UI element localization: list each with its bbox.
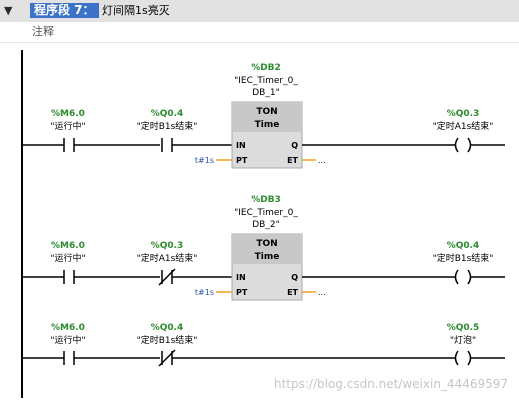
rung1-timer-db-name-1: "IEC_Timer_0_ [234,76,298,86]
rung2-et-value[interactable]: ... [318,288,326,297]
rung-2: %M6.0 "运行中" %Q0.3 "定时A1s结束" %DB3 "IEC_Ti… [22,195,505,301]
rung2-coil-name: "定时B1s结束" [433,252,494,264]
rung1-timer-base: Time [255,120,280,130]
rung-1: %M6.0 "运行中" %Q0.4 "定时B1s结束" %DB2 "IEC_Ti… [22,63,505,169]
watermark: https://blog.csdn.net/weixin_44469597 [274,377,508,391]
rung3-contact1-name: "运行中" [50,334,85,346]
rung1-coil-name: "定时A1s结束" [433,120,494,132]
rung2-contact2-name: "定时A1s结束" [137,252,198,264]
rung2-timer-pin-q: Q [291,273,298,282]
rung2-timer-type: TON [256,239,277,249]
network-label: 程序段 7： [30,3,99,18]
rung1-timer-pin-pt: PT [236,156,248,165]
rung1-contact1-address: %M6.0 [51,109,85,119]
rung2-coil-address: %Q0.4 [447,241,480,251]
rung2-contact1-address: %M6.0 [51,241,85,251]
rung1-ton-timer[interactable]: %DB2 "IEC_Timer_0_ DB_1" TON Time IN Q P… [231,63,303,169]
rung1-pt-value[interactable]: t#1s [195,156,214,165]
rung2-pt-value[interactable]: t#1s [195,288,214,297]
rung1-contact1-name: "运行中" [50,120,85,132]
rung3-coil[interactable]: %Q0.5 "灯泡" [447,323,480,366]
rung1-coil[interactable]: %Q0.3 "定时A1s结束" [433,109,494,153]
rung2-timer-pin-et: ET [287,288,298,297]
rung-3: %M6.0 "运行中" %Q0.4 "定时B1s结束" %Q0.5 "灯泡" [22,323,505,367]
rung2-timer-pin-pt: PT [236,288,248,297]
rung1-et-value[interactable]: ... [318,156,326,165]
rung3-contact1-address: %M6.0 [51,323,85,333]
rung1-timer-pin-q: Q [291,141,298,150]
rung2-timer-db-name-1: "IEC_Timer_0_ [234,208,298,218]
rung1-contact2-name: "定时B1s结束" [137,120,198,132]
rung1-timer-pin-et: ET [287,156,298,165]
rung3-contact-2-nc[interactable]: %Q0.4 "定时B1s结束" [137,323,198,367]
rung3-contact2-address: %Q0.4 [151,323,184,333]
rung2-contact1-name: "运行中" [50,252,85,264]
rung1-contact2-address: %Q0.4 [151,109,184,119]
comment-row[interactable]: 注释 [0,22,519,43]
network-title[interactable]: 灯间隔1s亮灭 [102,4,170,17]
rung2-contact-2-nc[interactable]: %Q0.3 "定时A1s结束" [137,241,198,286]
rung2-timer-db-address: %DB3 [251,195,281,205]
rung1-timer-pin-in: IN [236,141,246,150]
rung3-contact2-name: "定时B1s结束" [137,334,198,346]
rung2-timer-base: Time [255,252,280,262]
rung2-ton-timer[interactable]: %DB3 "IEC_Timer_0_ DB_2" TON Time IN Q P… [231,195,303,301]
comment-placeholder[interactable]: 注释 [32,25,54,38]
rung1-timer-db-name-2: DB_1" [252,88,279,98]
rung3-coil-name: "灯泡" [450,334,476,346]
rung2-coil[interactable]: %Q0.4 "定时B1s结束" [433,241,494,285]
rung3-coil-address: %Q0.5 [447,323,480,333]
rung2-timer-pin-in: IN [236,273,246,282]
rung1-coil-address: %Q0.3 [447,109,480,119]
rung2-contact2-address: %Q0.3 [151,241,184,251]
rung2-timer-db-name-2: DB_2" [252,220,279,230]
caret-down-icon[interactable]: ▼ [4,4,13,17]
rung1-timer-db-address: %DB2 [251,63,281,73]
rung1-timer-type: TON [256,107,277,117]
